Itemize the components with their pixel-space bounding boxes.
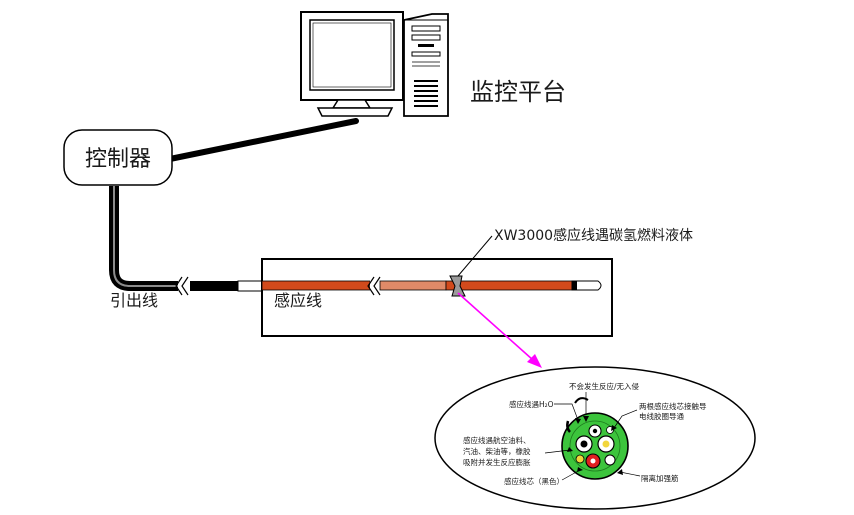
detail-right-label-2: 电线胶圈导通 (639, 411, 684, 421)
detail-bottom-right-label: 隔离加强筋 (641, 473, 679, 483)
computer-icon (300, 11, 449, 117)
sensor-line-segment-1 (261, 280, 371, 291)
monitor-neck (331, 99, 372, 109)
sensor-line-break (367, 276, 381, 296)
monitor-screen (309, 19, 395, 91)
connector-sleeve (237, 280, 263, 292)
lead-wire-break (175, 276, 190, 296)
detail-right-label-1: 两根感应线芯接触导 (639, 401, 707, 411)
drive-bay-2 (411, 34, 441, 41)
lead-wire-label: 引出线 (110, 291, 158, 310)
monitor-base (316, 107, 394, 117)
floppy-slot (418, 44, 434, 47)
callout-leader (457, 235, 493, 277)
detail-left-top-label: 感应线遇H₂O (509, 399, 554, 409)
sensor-core-small (604, 454, 616, 466)
lead-wire-cable (109, 186, 178, 291)
cable-cross-section (561, 412, 629, 480)
monitor-screen-inner (312, 22, 392, 88)
detail-bottom-left-label: 感应线芯（黑色） (504, 476, 564, 486)
sensor-enclosure (261, 258, 613, 337)
sensor-line-segment-3 (445, 280, 573, 291)
platform-label: 监控平台 (470, 78, 566, 106)
sensor-line-label: 感应线 (274, 291, 322, 310)
detail-left-mid-2: 汽油、柴油等，橡胶 (463, 446, 531, 456)
sensor-end-cap (571, 280, 602, 291)
reaction-point (449, 275, 466, 297)
drive-bay-1 (411, 25, 441, 32)
cable-jacket (561, 412, 629, 480)
network-cable (162, 118, 359, 163)
detail-arrow-line (457, 292, 534, 361)
detail-top-label: 不会发生反应/无入侵 (569, 381, 640, 391)
controller-box (63, 129, 173, 186)
detail-left-mid-1: 感应线遇航空油料、 (463, 435, 531, 445)
detail-arrow-head (527, 354, 542, 368)
detail-leaders (544, 392, 641, 481)
callout-label: XW3000感应线遇碳氢燃料液体 (494, 227, 693, 244)
detail-left-mid-3: 吸附并发生反应膨胀 (463, 457, 531, 467)
tower-vents (414, 80, 438, 107)
sensor-line-segment-2 (379, 280, 447, 291)
controller-label: 控制器 (85, 147, 151, 172)
